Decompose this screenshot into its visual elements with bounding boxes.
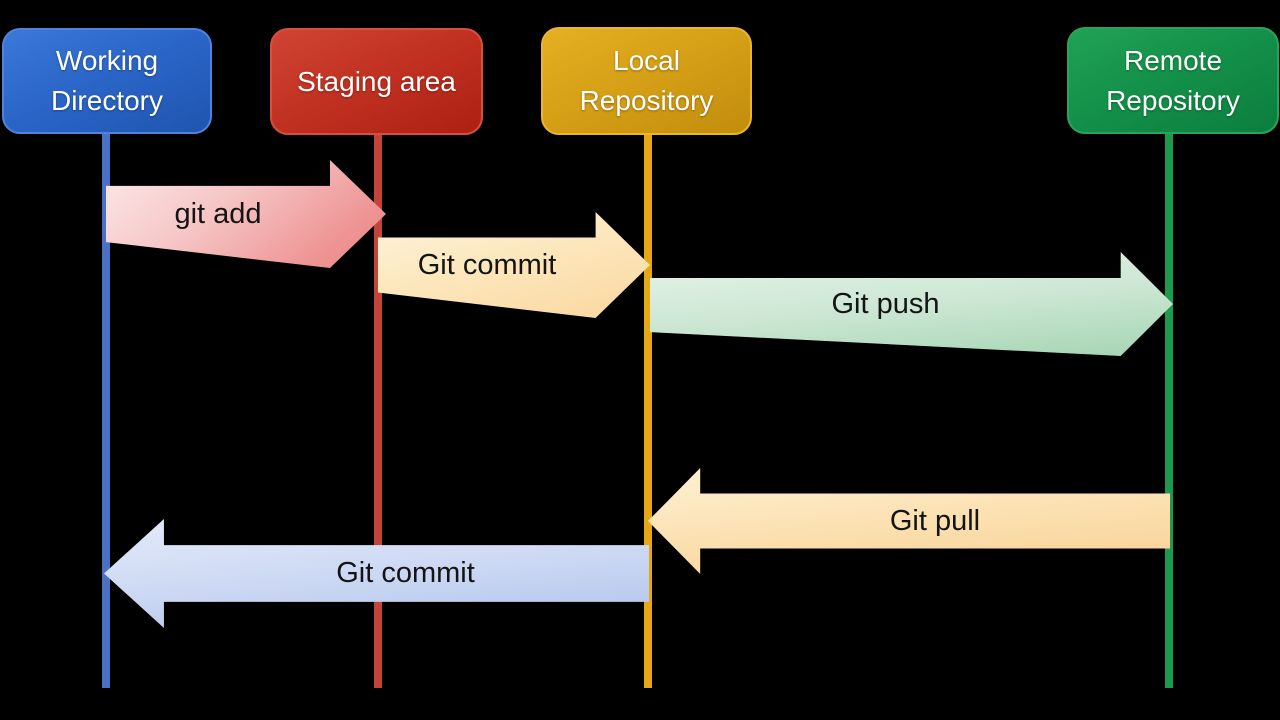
node-local-repository-label: Local Repository (579, 45, 714, 116)
node-working-directory: Working Directory (2, 28, 212, 134)
arrow-git-add-label: git add (174, 197, 262, 230)
arrow-git-push: Git push (650, 252, 1173, 356)
arrow-git-commit-to-working-label: Git commit (336, 557, 475, 589)
lifeline-working-directory (102, 130, 110, 688)
node-local-repository: Local Repository (541, 27, 752, 135)
node-remote-repository-label: Remote Repository (1106, 44, 1240, 116)
lifeline-local-repository (644, 130, 652, 688)
arrow-git-pull: Git pull (648, 468, 1170, 574)
arrow-git-push-label: Git push (831, 287, 940, 320)
lifeline-remote-repository (1165, 130, 1173, 688)
node-staging-area: Staging area (270, 28, 483, 135)
lifeline-staging-area (374, 130, 382, 688)
arrow-git-add: git add (106, 160, 386, 268)
node-working-directory-label: Working Directory (50, 45, 163, 116)
node-staging-area-label: Staging area (297, 65, 456, 97)
arrow-git-pull-label: Git pull (889, 504, 981, 537)
arrow-git-commit-to-local-label: Git commit (417, 248, 557, 281)
arrow-git-commit-to-local: Git commit (378, 212, 650, 318)
node-remote-repository: Remote Repository (1067, 27, 1279, 134)
